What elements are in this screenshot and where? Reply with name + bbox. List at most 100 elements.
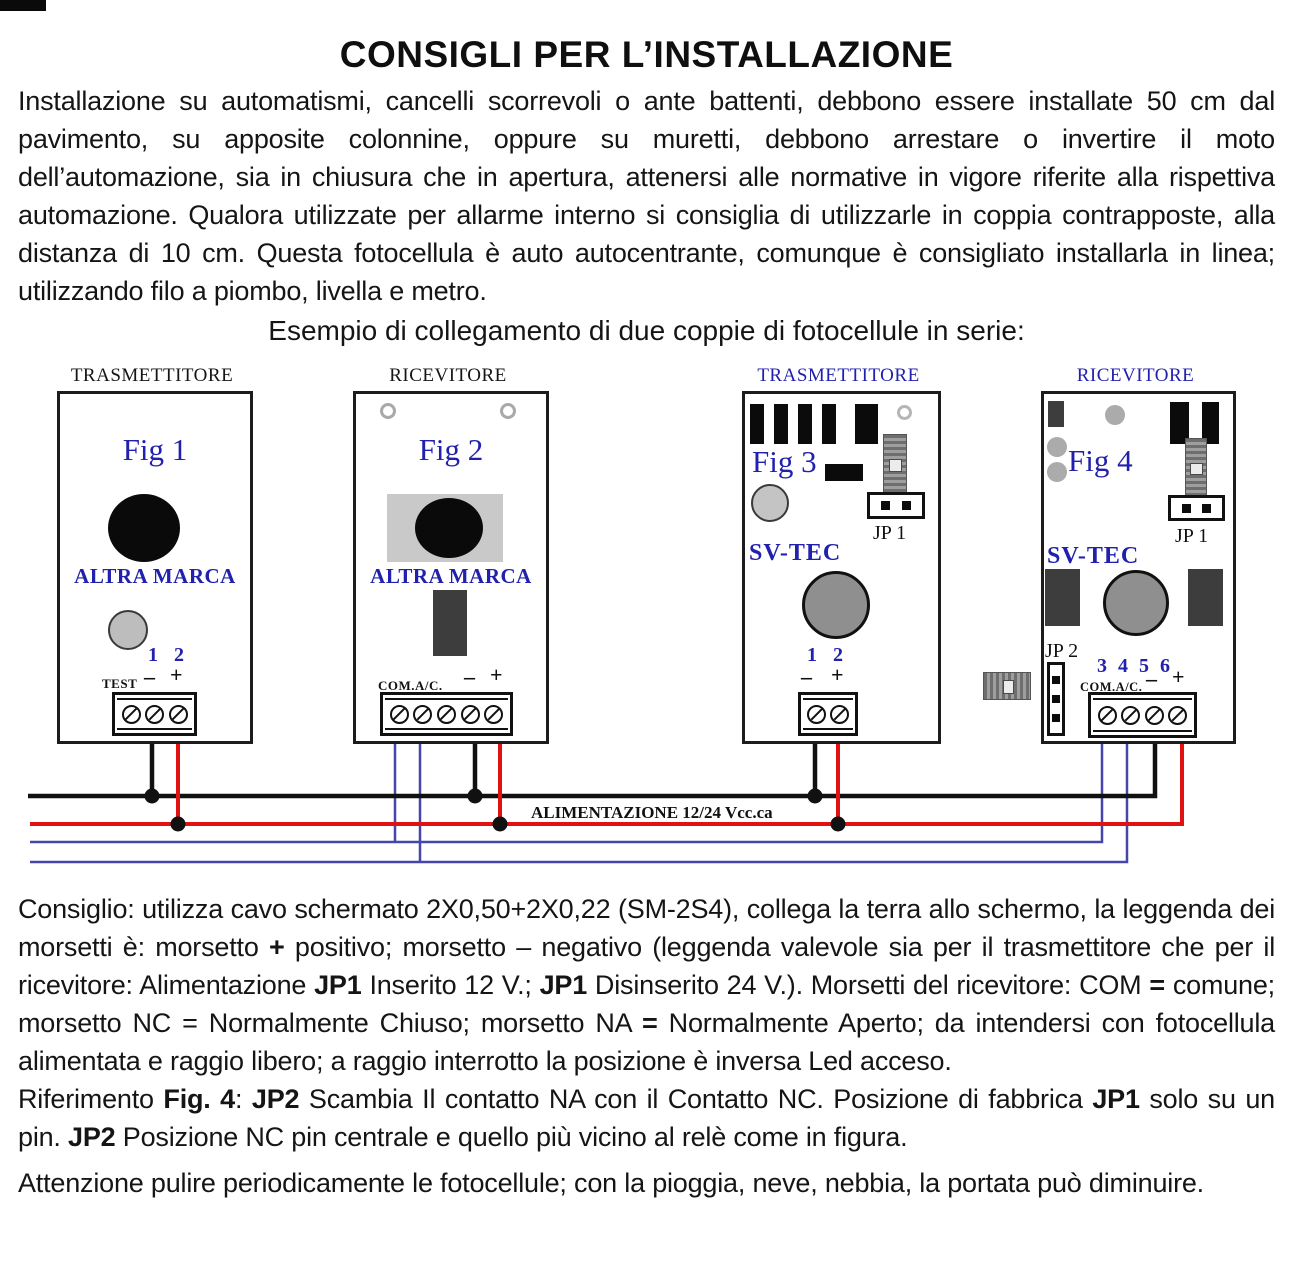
fig4-pin-numbers: 3 4 5 6 (1097, 655, 1170, 677)
screw-terminal (121, 704, 141, 724)
jp1-jumper-block (867, 492, 925, 519)
pcb-component (774, 404, 788, 444)
fig4-minus-symbol: – (1146, 666, 1157, 691)
screw-terminal (145, 704, 164, 724)
jumper-pin (1182, 503, 1191, 513)
screw-terminal (389, 704, 409, 724)
jumper-pin (1052, 695, 1060, 703)
jumper-pin (1202, 503, 1211, 513)
pcb-component (822, 404, 836, 444)
fig2-minus-symbol: – (464, 664, 475, 689)
fig3-jp1-label: JP 1 (873, 522, 907, 544)
pcb-component (1170, 402, 1189, 444)
mounting-hole (380, 403, 396, 419)
fig4-jp2-label: JP 2 (1045, 640, 1079, 662)
fig1-plus-symbol: + (170, 662, 183, 687)
intro-paragraph: Installazione su automatismi, cancelli s… (18, 86, 1275, 306)
screw-terminal (830, 704, 849, 724)
screw-terminal (1168, 705, 1188, 725)
fig3-pin-numbers: 1 2 (807, 644, 843, 666)
fig3-led-indicator (751, 484, 789, 522)
fig4-receiver-board: Fig 4 JP 1 SV-TEC JP 2 3 4 5 6 COM.A (1041, 391, 1236, 744)
fig2-com-label: COM.A/C. (378, 678, 443, 693)
pcb-pad (1047, 462, 1067, 482)
note-riferimento: Riferimento Fig. 4: JP2 Scambia Il conta… (18, 1084, 1276, 1152)
pcb-pad (1105, 405, 1125, 425)
fig2-device-type-label: RICEVITORE (389, 365, 507, 386)
fig4-plus-symbol: + (1172, 664, 1185, 689)
fig2-lens (415, 498, 483, 558)
fig4-device-type-label: RICEVITORE (1076, 365, 1195, 386)
jumper-pin (1052, 714, 1060, 722)
fig3-terminal-block (798, 692, 858, 736)
fig1-label: Fig 1 (122, 432, 188, 467)
fig1-pin-numbers: 1 2 (148, 644, 184, 666)
screw-terminal (484, 704, 504, 724)
signal-wire-nc (30, 736, 1104, 844)
page-title: CONSIGLI PER L’INSTALLAZIONE (339, 34, 954, 75)
fig4-terminal-block (1088, 692, 1197, 738)
jumper-pin (881, 501, 891, 510)
junction-dots (144, 788, 846, 832)
jumper-photo (1185, 438, 1207, 496)
power-bus-negative (28, 736, 1158, 799)
wiring-diagram: ALIMENTAZIONE 12/24 Vcc.ca TRASMETTITORE… (0, 362, 1293, 874)
screw-terminal (1097, 705, 1117, 725)
screw-terminal (460, 704, 480, 724)
fig3-device-type-label: TRASMETTITORE (757, 365, 920, 386)
fig4-jp1-label: JP 1 (1175, 525, 1209, 547)
fig2-component-block (433, 590, 467, 656)
note-attenzione: Attenzione pulire periodicamente le foto… (18, 1168, 1204, 1198)
power-bus-positive (30, 736, 1184, 826)
fig4-brand-label: SV-TEC (1047, 543, 1140, 569)
fig3-minus-symbol: – (801, 664, 812, 689)
fig4-com-label: COM.A/C. (1080, 680, 1143, 694)
pcb-component (750, 404, 764, 444)
fig2-plus-symbol: + (490, 662, 503, 687)
fig3-label: Fig 3 (752, 444, 817, 479)
mounting-hole (897, 405, 912, 420)
signal-wire-na (30, 736, 1129, 864)
example-caption: Esempio di collegamento di due coppie di… (268, 315, 1025, 346)
power-supply-label: ALIMENTAZIONE 12/24 Vcc.ca (531, 803, 773, 822)
screw-terminal (1144, 705, 1164, 725)
screw-terminal (807, 704, 826, 724)
fig2-receiver-board: Fig 2 ALTRA MARCA COM.A/C. – + (353, 391, 549, 744)
note-consiglio: Consiglio: utilizza cavo schermato 2X0,5… (18, 894, 1275, 1076)
fig1-led-indicator (108, 610, 148, 650)
fig1-device-type-label: TRASMETTITORE (70, 365, 234, 386)
pcb-component (1202, 402, 1219, 444)
fig1-brand-label: ALTRA MARCA (74, 564, 236, 588)
mounting-hole (500, 403, 516, 419)
pcb-component (1045, 569, 1080, 626)
jumper-photo (983, 672, 1031, 700)
jumper-photo (883, 434, 907, 494)
fig1-minus-symbol: – (144, 664, 155, 689)
fig2-brand-label: ALTRA MARCA (370, 564, 532, 588)
fig1-test-label: TEST (102, 676, 138, 691)
fig4-lens (1103, 570, 1169, 636)
jumper-pin (901, 501, 911, 510)
pcb-pad (1047, 437, 1067, 457)
notes-section: Consiglio: utilizza cavo schermato 2X0,5… (18, 890, 1275, 1202)
screw-terminal (1121, 705, 1141, 725)
pcb-component (1048, 401, 1064, 427)
jp1-jumper-block (1168, 495, 1225, 521)
scan-artifact-mark (0, 0, 46, 11)
fig3-transmitter-board: Fig 3 JP 1 SV-TEC 1 2 – + (742, 391, 941, 744)
pcb-component (798, 404, 812, 444)
pcb-component (1188, 569, 1223, 626)
fig1-terminal-block (112, 692, 197, 736)
fig2-terminal-block (380, 692, 513, 736)
fig3-lens (802, 571, 870, 639)
fig3-plus-symbol: + (831, 662, 844, 687)
screw-terminal (436, 704, 456, 724)
fig3-brand-label: SV-TEC (749, 540, 842, 566)
fig1-transmitter-board: Fig 1 ALTRA MARCA 1 2 TEST – + (57, 391, 253, 744)
wiring-svg: ALIMENTAZIONE 12/24 Vcc.ca (28, 736, 1184, 864)
fig4-label: Fig 4 (1068, 443, 1133, 478)
pcb-component (825, 464, 863, 481)
fig1-lens (108, 494, 180, 562)
screw-terminal (168, 704, 188, 724)
